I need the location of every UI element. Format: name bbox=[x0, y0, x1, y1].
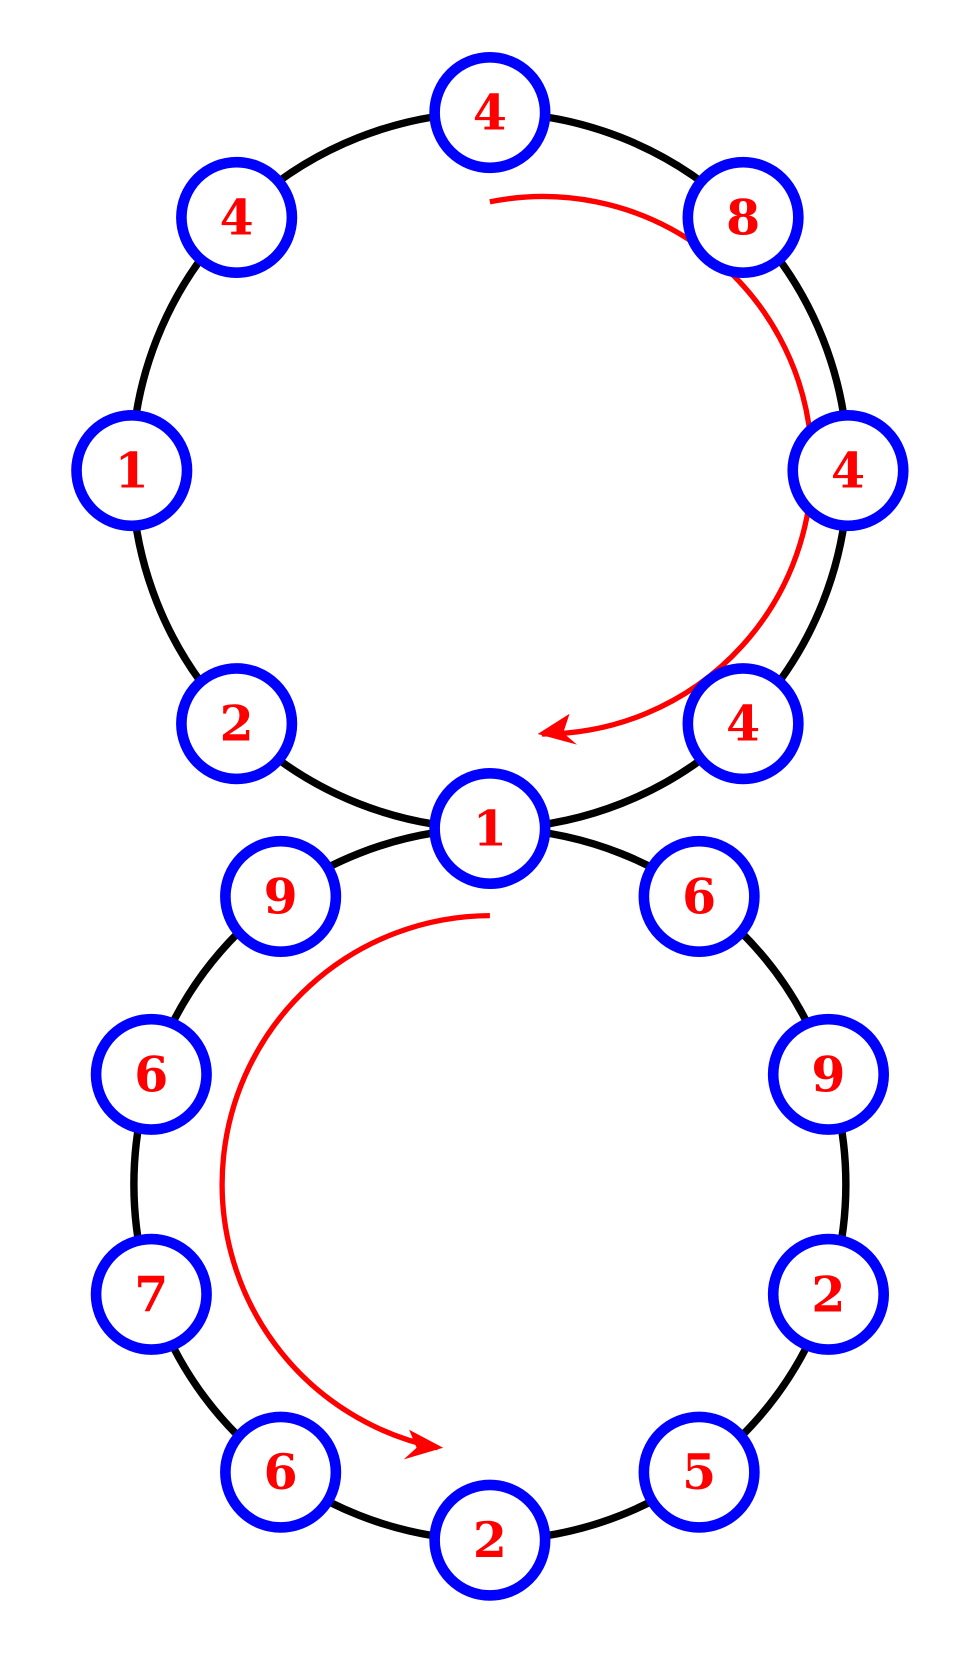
node-value: 6 bbox=[134, 1045, 168, 1103]
node-value: 7 bbox=[134, 1265, 168, 1323]
node-value: 4 bbox=[220, 188, 254, 246]
node-value: 2 bbox=[811, 1265, 845, 1323]
node-value: 4 bbox=[473, 84, 507, 142]
top-cycle-node: 2 bbox=[176, 663, 298, 785]
shared-junction-node: 1 bbox=[429, 767, 551, 890]
node-circle bbox=[767, 1013, 890, 1135]
top-cycle-node: 4 bbox=[429, 52, 551, 174]
node-value: 9 bbox=[811, 1045, 845, 1103]
node-circle bbox=[90, 1013, 212, 1135]
node-circle bbox=[682, 663, 804, 785]
node-circle bbox=[220, 1411, 342, 1533]
bottom-cycle-node: 9 bbox=[220, 835, 342, 958]
node-value: 6 bbox=[682, 867, 716, 925]
bottom-cycle-node: 6 bbox=[220, 1411, 342, 1533]
node-value: 2 bbox=[473, 1511, 507, 1569]
node-value: 8 bbox=[726, 188, 760, 246]
node-circle bbox=[220, 835, 342, 958]
node-value: 1 bbox=[473, 800, 507, 858]
top-cycle-node: 4 bbox=[176, 156, 298, 278]
top-clockwise-arrow bbox=[489, 193, 815, 737]
node-value: 2 bbox=[220, 695, 254, 753]
top-cycle-node: 4 bbox=[787, 410, 909, 532]
bottom-cycle-node: 9 bbox=[767, 1013, 890, 1135]
top-arrowhead bbox=[537, 713, 578, 745]
node-circle bbox=[176, 156, 298, 278]
top-cycle-node: 1 bbox=[71, 410, 193, 532]
node-circle bbox=[787, 410, 909, 532]
node-value: 9 bbox=[264, 867, 298, 925]
node-circle bbox=[429, 1479, 551, 1601]
node-value: 6 bbox=[264, 1443, 298, 1501]
bottom-cycle-node: 6 bbox=[90, 1013, 212, 1135]
bottom-cycle-node: 2 bbox=[429, 1479, 551, 1601]
node-value: 1 bbox=[115, 442, 149, 500]
bottom-cycle-node: 7 bbox=[90, 1233, 212, 1355]
node-circle bbox=[90, 1233, 212, 1355]
top-cycle-node: 4 bbox=[682, 663, 804, 785]
node-circle bbox=[638, 1411, 760, 1533]
node-circle bbox=[176, 663, 298, 785]
top-cycle-node: 8 bbox=[682, 156, 804, 278]
node-circle bbox=[429, 52, 551, 174]
node-value: 5 bbox=[682, 1443, 716, 1501]
bottom-cycle-node: 2 bbox=[767, 1233, 890, 1355]
node-value: 4 bbox=[726, 695, 760, 753]
node-circle bbox=[682, 156, 804, 278]
bottom-counterclockwise-arrow bbox=[219, 912, 490, 1451]
node-circle bbox=[638, 835, 760, 958]
node-circle bbox=[767, 1233, 890, 1355]
bottom-arrowhead bbox=[403, 1429, 444, 1460]
node-circle bbox=[71, 410, 193, 532]
node-circle bbox=[429, 767, 551, 890]
bottom-cycle-node: 5 bbox=[638, 1411, 760, 1533]
bottom-cycle-node: 6 bbox=[638, 835, 760, 958]
node-value: 4 bbox=[831, 442, 865, 500]
